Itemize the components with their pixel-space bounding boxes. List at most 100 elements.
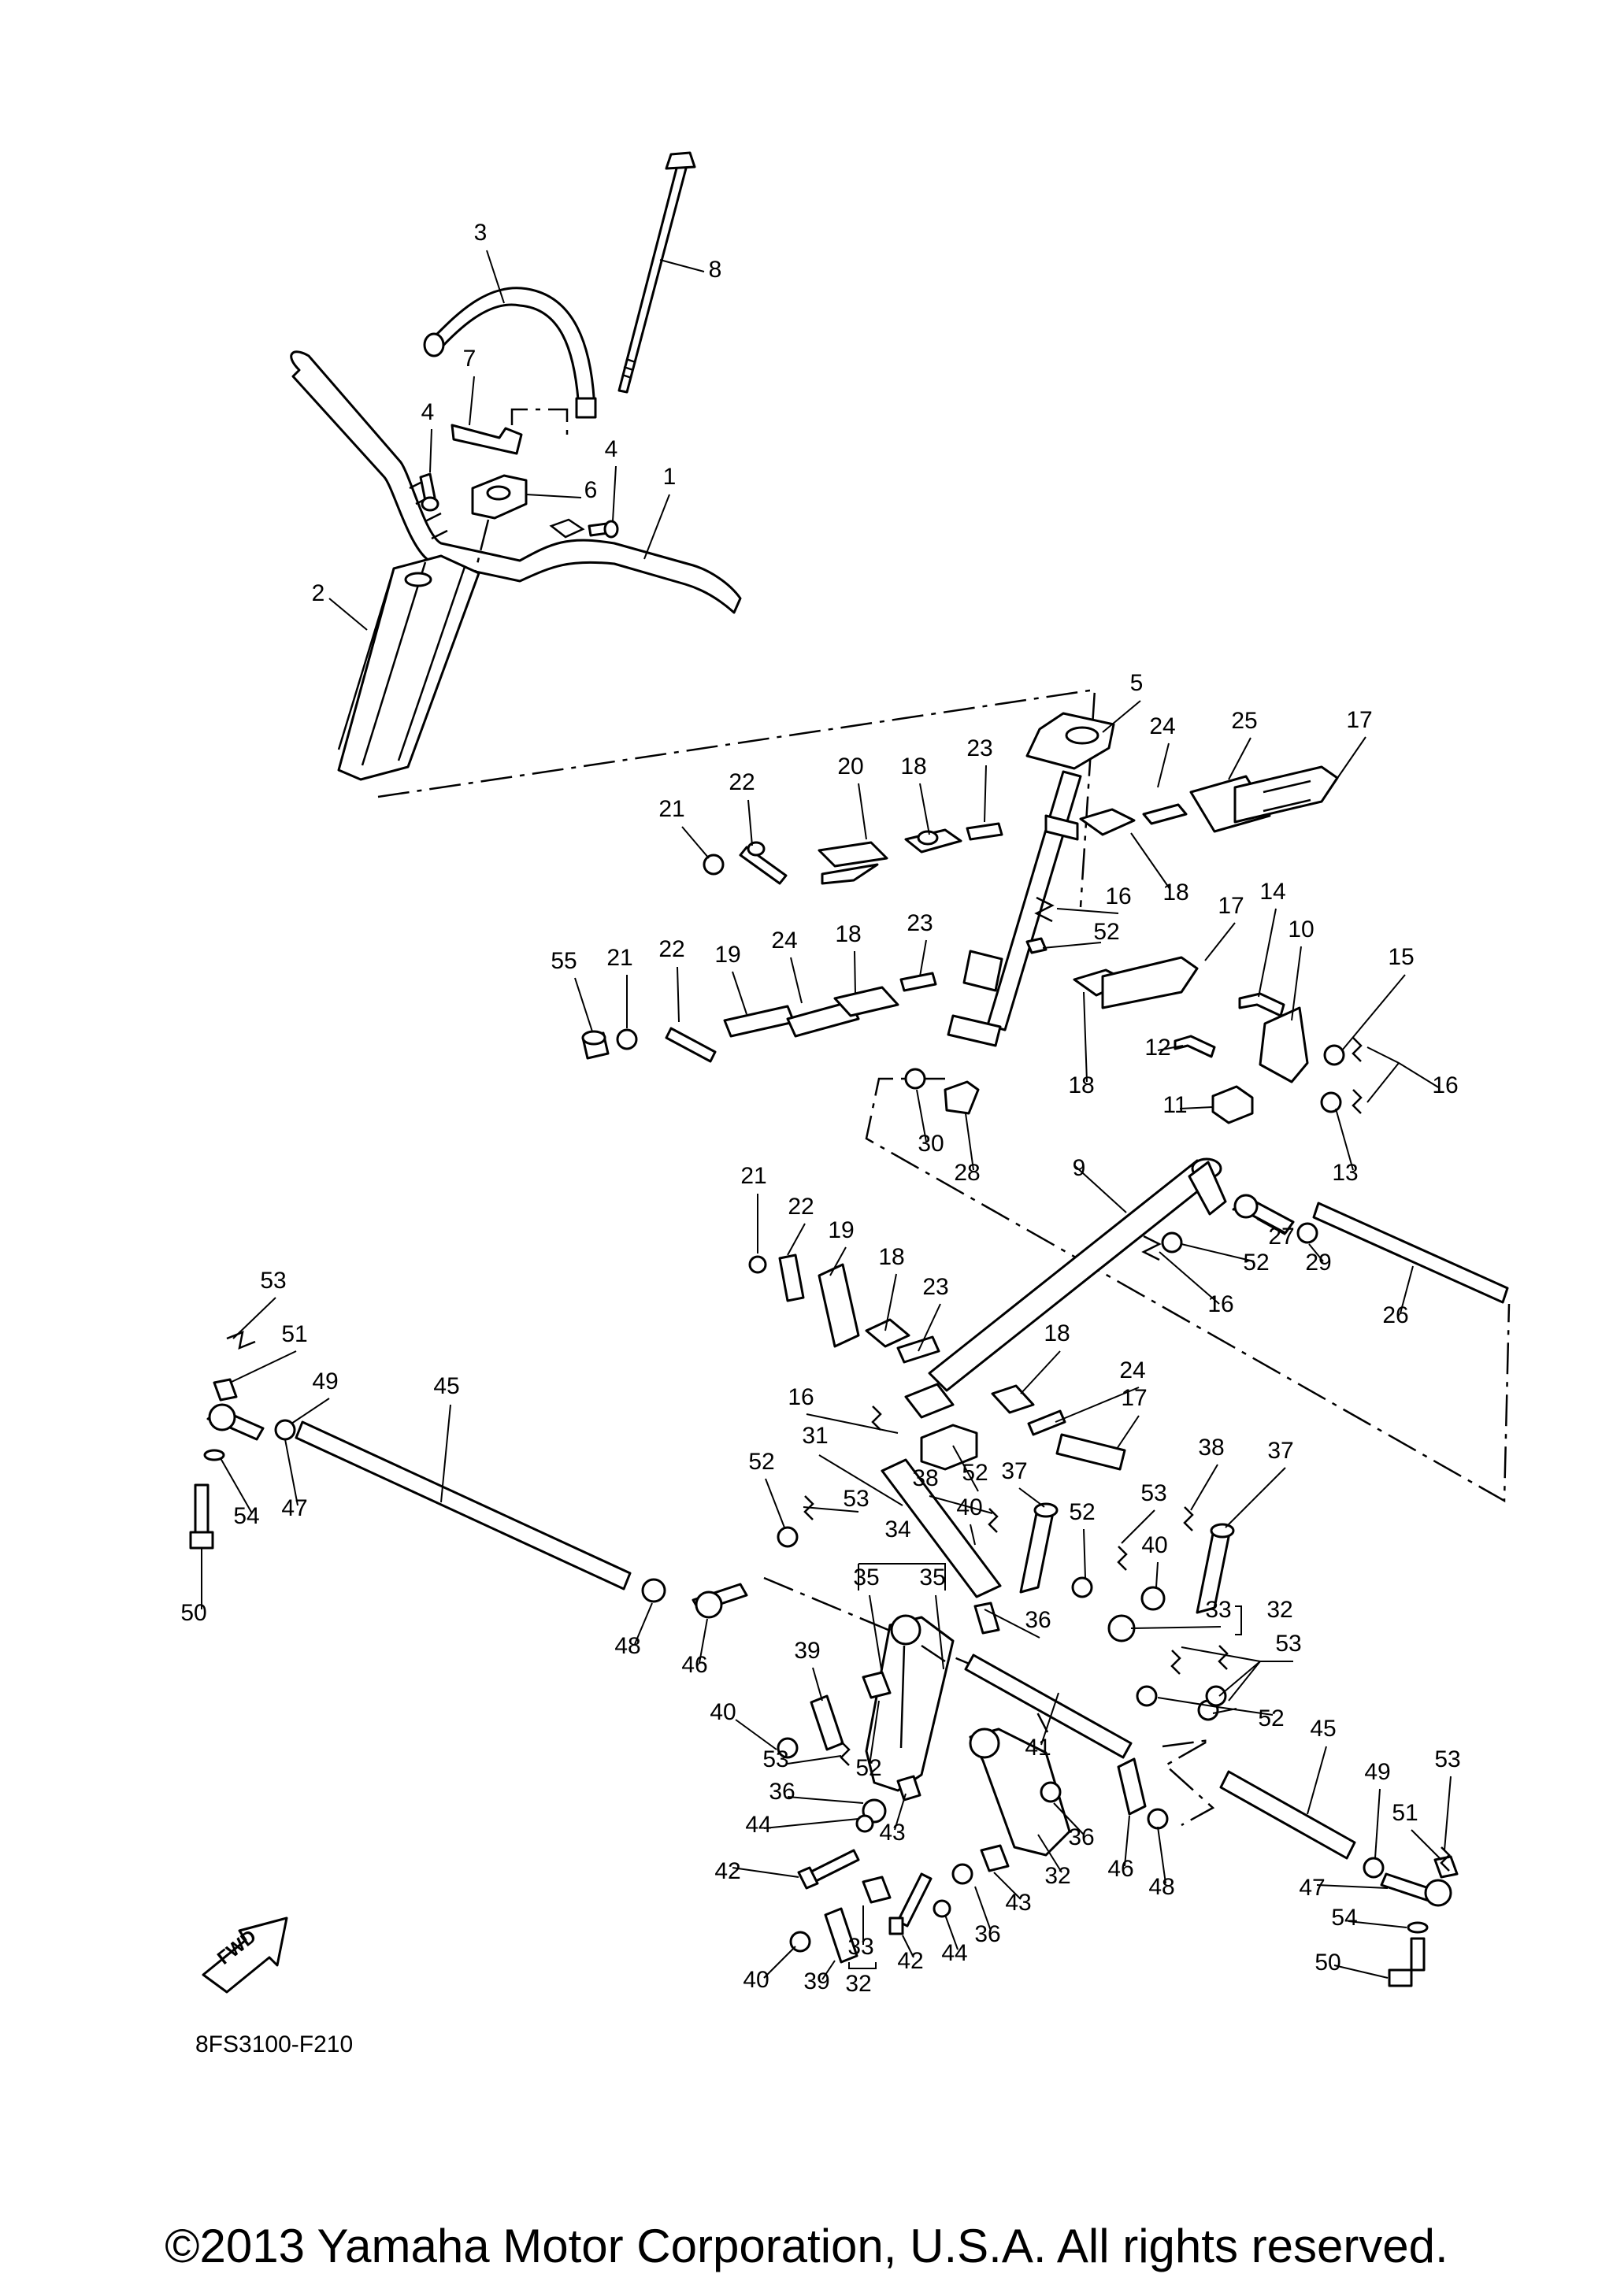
callout-number: 32 [1044, 1863, 1070, 1889]
callout-number: 23 [922, 1274, 948, 1300]
pivot-block [920, 1424, 978, 1471]
nut [703, 854, 725, 876]
callout-number: 22 [788, 1194, 814, 1220]
callout-number: 47 [281, 1495, 307, 1521]
callout-number: 34 [884, 1516, 910, 1542]
nut [641, 1578, 666, 1603]
nut [1161, 1231, 1183, 1254]
bushing [1040, 1781, 1062, 1803]
callout-number: 52 [962, 1460, 988, 1486]
forward-arrow: FWD [202, 1916, 288, 1994]
ball-joint [944, 1080, 980, 1115]
callout-number: 53 [1140, 1480, 1166, 1506]
callout-number: 24 [771, 928, 797, 954]
washer [855, 1814, 874, 1833]
callout-number: 42 [897, 1948, 923, 1974]
nut [1205, 1685, 1227, 1707]
bushing [862, 1876, 892, 1904]
callout-number: 16 [1105, 883, 1131, 909]
callout-number: 30 [918, 1131, 944, 1157]
steering-handlebar-group [290, 151, 742, 781]
link-bolt [1101, 956, 1199, 1009]
link-plate [786, 1000, 860, 1038]
callout-number: 14 [1259, 879, 1285, 905]
bolt [1238, 992, 1285, 1017]
callout-number: 22 [658, 936, 684, 962]
callout-number: 52 [748, 1449, 774, 1475]
callout-number: 53 [843, 1486, 869, 1512]
nut [1025, 937, 1048, 954]
arm [818, 841, 888, 868]
tie-rod [295, 1420, 632, 1591]
collar [810, 1694, 844, 1751]
callout-number: 27 [1268, 1224, 1294, 1250]
callout-number: 50 [180, 1600, 206, 1626]
nut [1296, 1222, 1318, 1244]
callout-number: 36 [1025, 1607, 1051, 1633]
callout-number: 6 [584, 477, 598, 503]
nut [616, 1028, 638, 1050]
bolt [896, 1872, 933, 1928]
callout-number: 25 [1231, 708, 1257, 734]
callout-number: 47 [1299, 1875, 1325, 1901]
callout-number: 51 [1392, 1800, 1418, 1826]
nut [1323, 1044, 1345, 1066]
bolt [194, 1483, 210, 1534]
copyright-notice: ©2013 Yamaha Motor Corporation, U.S.A. A… [165, 2220, 1448, 2272]
hose [428, 287, 596, 413]
link-bolt [1055, 1433, 1126, 1471]
callout-number: 36 [974, 1921, 1000, 1947]
arm [723, 1005, 795, 1038]
callout-number: 45 [1310, 1716, 1336, 1742]
bushing [1107, 1614, 1136, 1642]
callout-number: 46 [681, 1652, 707, 1678]
tie-rod [1219, 1770, 1356, 1860]
washer [951, 1863, 973, 1885]
callout-number: 40 [743, 1967, 769, 1993]
callout-number: 54 [233, 1503, 259, 1529]
callout-number: 18 [900, 754, 926, 780]
callout-number: 52 [855, 1755, 881, 1781]
nut [1320, 1091, 1342, 1113]
nut [1071, 1576, 1093, 1598]
callout-number: 12 [1144, 1035, 1170, 1061]
callout-number: 4 [605, 436, 618, 462]
callout-number: 4 [421, 399, 435, 425]
callout-number: 16 [1207, 1291, 1233, 1317]
callout-number: 18 [1044, 1320, 1070, 1346]
callout-number: 33 [1205, 1597, 1231, 1623]
bracket [865, 1318, 910, 1348]
callout-number: 52 [1258, 1705, 1284, 1731]
washer [1407, 1921, 1429, 1934]
washer [933, 1899, 951, 1918]
callout-number: 11 [1162, 1092, 1187, 1118]
callout-number: 50 [1315, 1950, 1340, 1976]
callout-number: 45 [433, 1373, 459, 1399]
callout-number: 17 [1218, 893, 1244, 919]
callout-number: 40 [956, 1494, 982, 1520]
ball-joint [973, 1602, 1000, 1635]
bushing [980, 1844, 1010, 1872]
callout-number: 26 [1382, 1302, 1408, 1328]
steering-shaft [928, 1159, 1216, 1392]
callout-number: 10 [1288, 917, 1314, 942]
bolt [1019, 1507, 1055, 1594]
callout-number: 18 [1068, 1072, 1094, 1098]
callout-number: 5 [1130, 670, 1144, 696]
nut [1147, 1808, 1169, 1830]
callout-number: 31 [802, 1423, 828, 1449]
boundary-line [377, 688, 1511, 1503]
callout-number: 43 [1005, 1890, 1031, 1916]
callout-number: 9 [1073, 1155, 1086, 1181]
nut [1136, 1685, 1158, 1707]
cotter-pins [226, 896, 1451, 1872]
callout-number: 52 [1243, 1250, 1269, 1276]
callout-number: 28 [954, 1160, 980, 1186]
callout-number: 3 [474, 220, 488, 246]
collar [824, 1907, 858, 1964]
collar [966, 822, 1003, 841]
callout-number: 37 [1001, 1458, 1027, 1484]
callout-number: 40 [710, 1699, 736, 1725]
washer [203, 1449, 225, 1461]
callout-number: 29 [1305, 1250, 1331, 1276]
